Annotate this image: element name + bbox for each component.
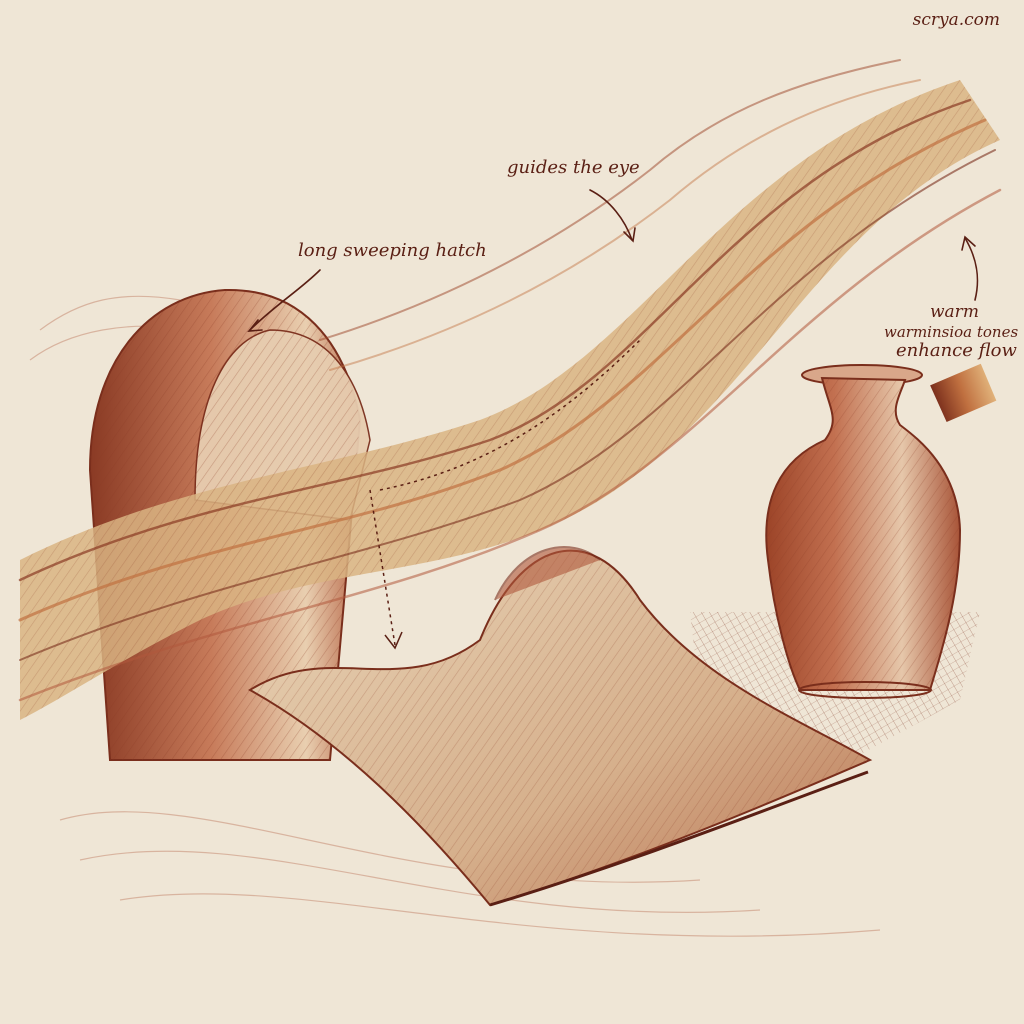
annotation-arrows [247,189,979,332]
arrow-eye-icon [589,189,633,241]
draped-ribbon-icon [18,59,1002,720]
annotation-hatch: long sweeping hatch [298,240,487,261]
annotation-warm-line3: enhance flow [896,340,1017,361]
cloth-sheet-icon [248,546,873,907]
arrow-hatch-icon [249,269,321,331]
vase-icon [765,364,962,699]
annotation-warm-line2: warminsioa tones [884,323,1019,341]
site-watermark: scrya.com [912,10,1000,30]
annotation-eye: guides the eye [507,157,640,178]
annotation-warm-line1: warm [930,302,979,322]
arrow-warm-icon [964,237,979,301]
background-strokes [29,295,881,937]
swatch-icon [930,363,997,422]
